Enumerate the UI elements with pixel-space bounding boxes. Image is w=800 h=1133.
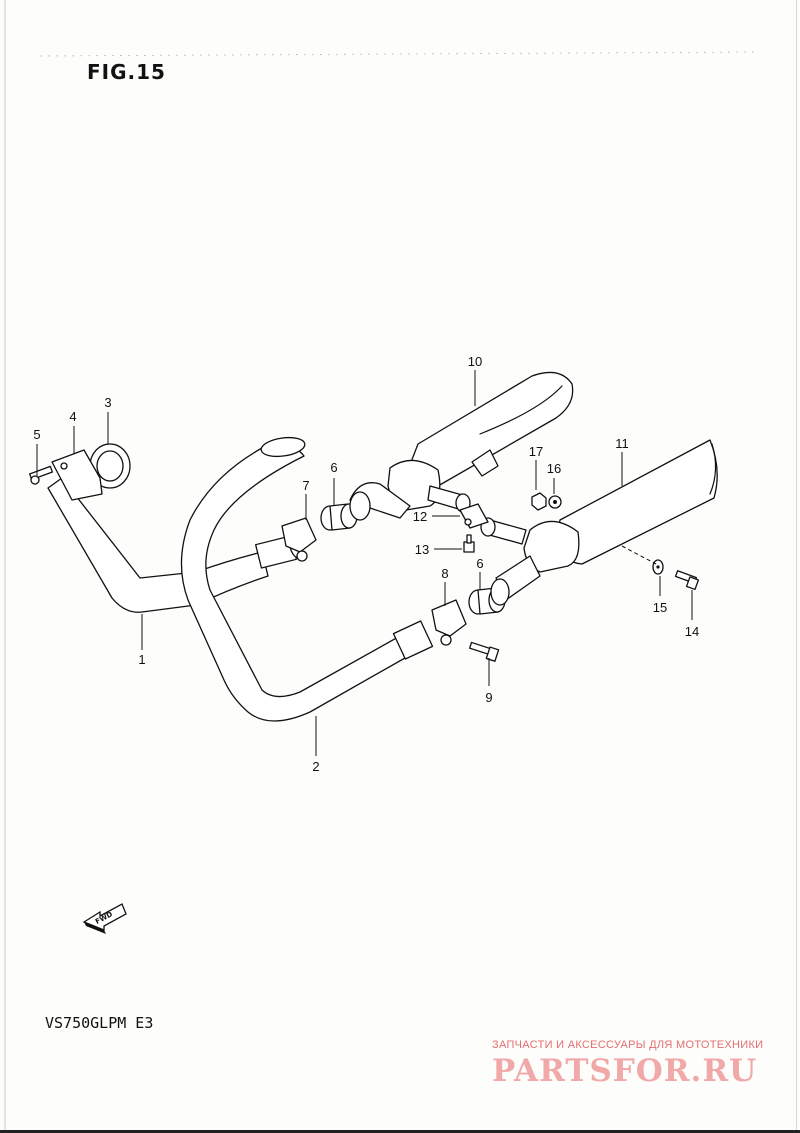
callout-15: 15 <box>653 600 667 615</box>
callout-10: 10 <box>468 354 482 369</box>
leader-lines <box>36 370 693 756</box>
muffler-lower <box>480 439 718 606</box>
scan-edge-left <box>4 0 6 1133</box>
callout-14: 14 <box>685 624 699 639</box>
callout-8: 8 <box>441 566 448 581</box>
callout-11: 11 <box>615 436 629 451</box>
watermark-caption: ЗАПЧАСТИ И АКСЕССУАРЫ ДЛЯ МОТОТЕХНИКИ <box>492 1039 764 1051</box>
callout-3: 3 <box>104 395 111 410</box>
callout-12: 12 <box>413 509 427 524</box>
callout-7: 7 <box>302 478 309 493</box>
callout-16: 16 <box>547 461 561 476</box>
rear-exhaust-pipe <box>180 436 434 722</box>
frame-guide-top <box>39 51 761 57</box>
front-exhaust-pipe <box>47 477 304 613</box>
scan-edge-right <box>796 0 797 1133</box>
muffler-mounting-bolt <box>674 570 700 591</box>
muffler-nut <box>531 492 547 511</box>
exhaust-gasket <box>89 443 131 489</box>
muffler-washer <box>652 559 664 575</box>
callout-6-upper: 6 <box>330 460 337 475</box>
callout-5: 5 <box>33 427 40 442</box>
muffler-joint-clamp <box>459 503 489 529</box>
flange-stud-bolt <box>28 465 54 485</box>
callout-4: 4 <box>69 409 76 424</box>
callout-17: 17 <box>529 444 543 459</box>
joint-bolt <box>463 534 475 553</box>
model-code: VS750GLPM E3 <box>45 1014 154 1032</box>
callout-6-lower: 6 <box>476 556 483 571</box>
scan-edge-bottom <box>0 1130 800 1133</box>
muffler-upper <box>349 371 574 521</box>
callout-1: 1 <box>138 652 145 667</box>
exhaust-clamp-lower <box>431 599 467 646</box>
callout-2: 2 <box>312 759 319 774</box>
watermark-logo: PARTSFOR.RU <box>492 1053 758 1089</box>
exhaust-clamp-upper <box>281 517 317 562</box>
figure-title: FIG.15 <box>87 60 166 84</box>
muffler-nut-washer <box>548 495 562 509</box>
clamp-bolt <box>469 641 500 662</box>
forward-arrow-icon: FWD <box>82 903 127 934</box>
callout-labels: 1 2 3 4 5 6 6 7 8 9 10 11 12 13 14 15 16… <box>33 354 699 774</box>
callout-13: 13 <box>415 542 429 557</box>
exhaust-pipe-flange <box>51 449 103 501</box>
callout-9: 9 <box>485 690 492 705</box>
